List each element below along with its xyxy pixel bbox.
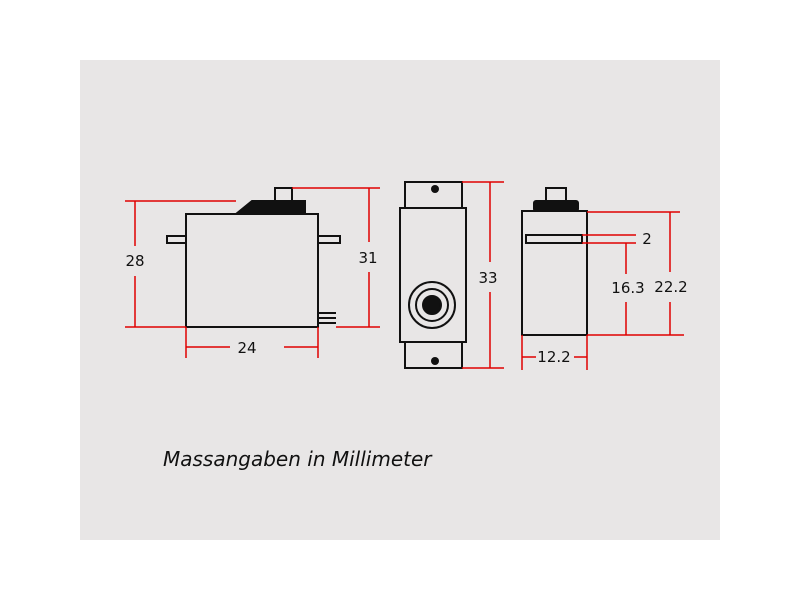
side-view-horn: [233, 200, 306, 215]
front-view: [399, 181, 467, 369]
side-view-mount-tab-right: [317, 235, 341, 244]
dimension-label-mount-thickness: 2: [642, 230, 652, 248]
rear-view-horn: [533, 200, 579, 212]
rear-view-output-shaft: [545, 187, 567, 202]
front-view-output-ring-inner: [415, 288, 449, 322]
dimension-label-rear-height: 22.2: [654, 278, 687, 296]
dimension-label-side-height: 28: [125, 252, 144, 270]
side-view-mount-tab-left: [166, 235, 187, 244]
front-view-mount-hole-bottom: [431, 357, 439, 365]
front-view-mount-hole-top: [431, 185, 439, 193]
side-view: [166, 187, 341, 328]
side-view-body: [185, 213, 319, 328]
dimension-label-rear-width: 12.2: [537, 348, 570, 366]
side-view-output-shaft: [274, 187, 293, 202]
dimension-lines: [125, 181, 684, 370]
rear-view: [521, 187, 588, 336]
rear-view-body: [521, 210, 588, 336]
dimension-label-front-height: 33: [478, 269, 497, 287]
rear-view-mount-tab: [525, 234, 583, 244]
dimension-label-side-height-total: 31: [358, 249, 377, 267]
dimension-label-side-width: 24: [237, 339, 256, 357]
front-view-output-shaft: [422, 295, 442, 315]
dimension-label-mount-height: 16.3: [611, 279, 644, 297]
caption-text: Massangaben in Millimeter: [163, 447, 433, 471]
